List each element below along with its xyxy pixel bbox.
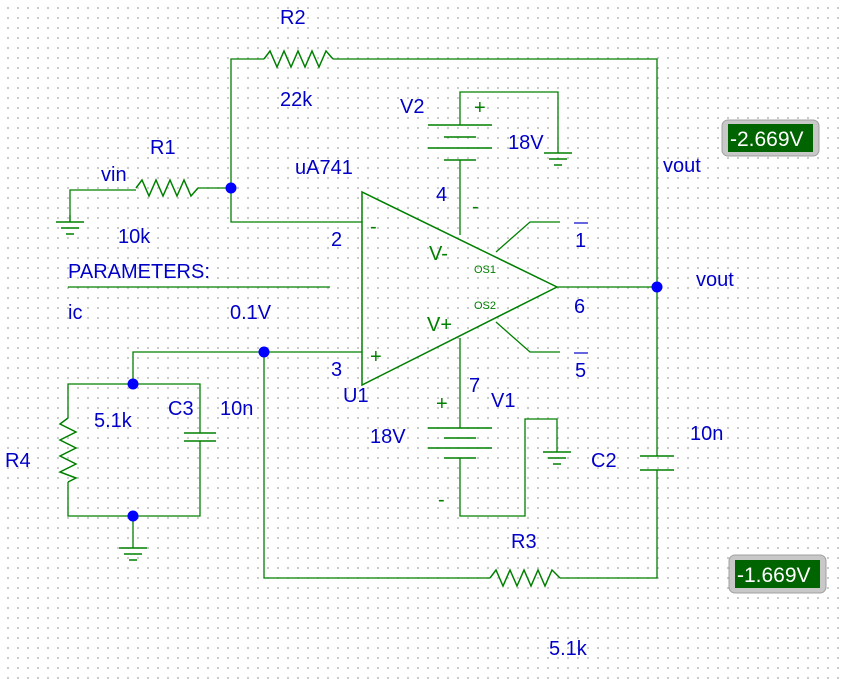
junction-noninverting-node xyxy=(258,346,270,358)
v2-name: V2 xyxy=(400,96,424,118)
ground-rc xyxy=(119,547,147,561)
resistor-r3-value: 5.1k xyxy=(549,638,588,660)
v1-minus-sign: - xyxy=(438,489,445,511)
capacitor-c2-name: C2 xyxy=(591,450,617,472)
resistor-r4[interactable]: R4 5.1k xyxy=(5,410,133,483)
v2-plus-sign: + xyxy=(474,97,486,119)
resistor-r1[interactable]: R1 10k xyxy=(118,137,199,248)
parameters-header: PARAMETERS: xyxy=(68,261,210,283)
net-label-vout-node: vout xyxy=(696,269,734,291)
junction-rc-bottom xyxy=(127,510,139,522)
wire-c2-r3 xyxy=(560,470,658,579)
wire-pin1 xyxy=(495,221,560,253)
voltage-probe-node[interactable]: -1.669V xyxy=(728,554,827,594)
pin-vplus-label: V+ xyxy=(427,314,452,336)
resistor-r3-symbol xyxy=(489,568,561,588)
voltage-probe-node-value: -1.669V xyxy=(737,564,811,587)
voltage-probe-vout-fill xyxy=(728,124,813,152)
junction-rc-top xyxy=(127,378,139,390)
capacitor-c2-value: 10n xyxy=(690,423,723,445)
capacitor-c3-name: C3 xyxy=(168,398,194,420)
pin-number-3: 3 xyxy=(331,359,342,381)
v2-value: 18V xyxy=(508,132,544,154)
capacitor-c3-value: 10n xyxy=(220,398,253,420)
wire-pin3 xyxy=(132,351,362,384)
opamp-body xyxy=(361,190,559,387)
wire-r2-vout xyxy=(333,58,658,287)
v1-value: 18V xyxy=(370,426,406,448)
voltage-probe-vout[interactable]: -2.669V xyxy=(721,119,820,157)
pin-numbers: 1 2 3 4 5 6 7 xyxy=(331,184,586,397)
pin-number-5: 5 xyxy=(575,360,586,382)
resistor-r1-name: R1 xyxy=(150,137,176,159)
pin-number-2: 2 xyxy=(331,229,342,251)
v1-plus-sign: + xyxy=(436,393,448,415)
resistor-r3[interactable]: R3 5.1k xyxy=(489,531,588,660)
ground-v2 xyxy=(544,152,572,166)
opamp-model: uA741 xyxy=(295,157,353,179)
wire-r3-node xyxy=(263,351,490,579)
resistor-r2-name: R2 xyxy=(280,7,306,29)
resistor-r3-name: R3 xyxy=(511,531,537,553)
opamp-plus-sign: + xyxy=(370,346,382,368)
resistor-r4-name: R4 xyxy=(5,450,31,472)
voltage-source-v1[interactable]: + - V1 18V xyxy=(370,390,515,511)
pin-number-6: 6 xyxy=(574,296,585,318)
resistor-r1-value: 10k xyxy=(118,226,151,248)
wires xyxy=(67,58,658,579)
parameter-name: ic xyxy=(68,302,82,324)
parameters-block[interactable]: PARAMETERS: ic 0.1V xyxy=(68,261,330,324)
resistor-r4-value: 5.1k xyxy=(94,410,133,432)
resistor-r2-symbol xyxy=(263,49,334,69)
ground-v1 xyxy=(543,451,571,465)
opamp-u1[interactable]: - + V- V+ OS1 OS2 - uA741 U1 xyxy=(295,157,588,407)
v1-name: V1 xyxy=(491,390,515,412)
parameter-value: 0.1V xyxy=(230,302,272,324)
voltage-source-v2[interactable]: + V2 18V xyxy=(400,96,544,161)
wire-rc-bottom xyxy=(67,441,201,517)
capacitor-c2[interactable]: C2 10n xyxy=(591,423,723,472)
wire-pin2 xyxy=(230,188,362,223)
voltage-probe-node-fill xyxy=(735,560,820,588)
resistor-r1-symbol xyxy=(135,178,199,198)
voltage-probe-vout-value: -2.669V xyxy=(730,128,804,151)
opamp-refdes: U1 xyxy=(343,385,369,407)
pin-vminus-label: V- xyxy=(429,243,448,265)
wire-pin5 xyxy=(495,321,560,353)
pin-number-7: 7 xyxy=(469,375,480,397)
pin-os1-label: OS1 xyxy=(474,264,496,276)
pin-number-1: 1 xyxy=(575,230,586,252)
net-label-vin: vin xyxy=(101,164,127,186)
wire-v2 xyxy=(459,91,559,153)
resistor-r4-symbol xyxy=(58,417,78,483)
pin-os2-label: OS2 xyxy=(474,300,496,312)
junction-vout xyxy=(651,281,663,293)
ground-vin xyxy=(56,215,84,235)
resistor-r2[interactable]: R2 22k xyxy=(263,7,334,111)
junctions xyxy=(127,182,663,522)
resistor-r2-value: 22k xyxy=(280,89,313,111)
wire-node-r2 xyxy=(230,58,264,188)
junction-inverting-node xyxy=(225,182,237,194)
wire-vin xyxy=(69,189,136,215)
capacitor-c3[interactable]: C3 10n xyxy=(168,398,253,442)
pin-number-4: 4 xyxy=(436,184,447,206)
pin4-minus-sign: - xyxy=(472,196,479,218)
net-label-vout-top: vout xyxy=(663,155,701,177)
opamp-minus-sign: - xyxy=(370,216,377,238)
wire-v1 xyxy=(459,418,558,517)
